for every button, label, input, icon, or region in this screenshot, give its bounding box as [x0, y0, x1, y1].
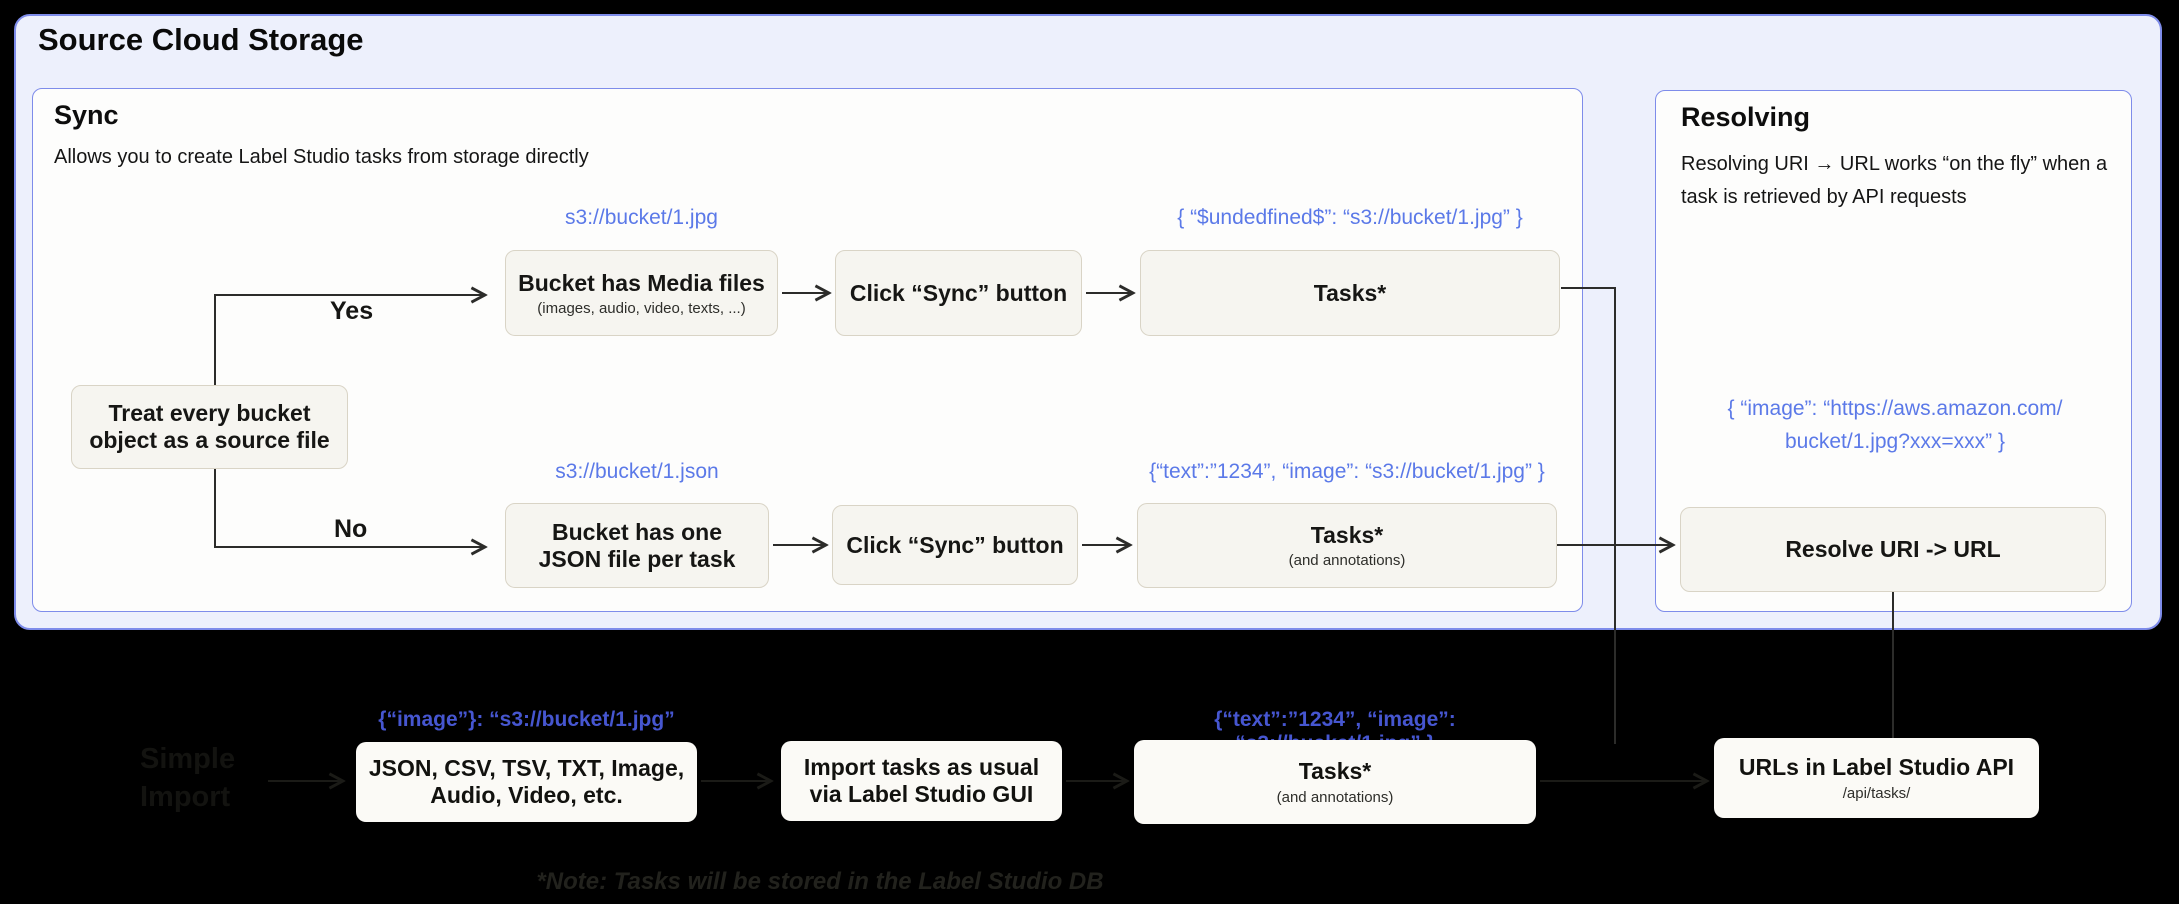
node-label-studio-api-sub: /api/tasks/	[1842, 785, 1911, 802]
yes-branch-label: Yes	[330, 297, 374, 325]
page-title: Source Cloud Storage	[38, 22, 364, 57]
node-file-formats: JSON, CSV, TSV, TXT, Image, Audio, Video…	[356, 742, 697, 822]
import-json-label-1: {“image”}: “s3://bucket/1.jpg”	[378, 708, 675, 731]
sync-section-subtitle: Allows you to create Label Studio tasks …	[54, 146, 589, 168]
node-resolve-uri-url: Resolve URI -> URL	[1680, 507, 2106, 592]
node-file-formats-label: JSON, CSV, TSV, TXT, Image, Audio, Video…	[368, 755, 685, 808]
node-tasks-import: Tasks* (and annotations)	[1134, 740, 1536, 824]
sync-section-title: Sync	[54, 100, 119, 130]
no-branch-label: No	[334, 515, 368, 543]
resolved-json-label: { “image”: “https://aws.amazon.com/ buck…	[1727, 397, 2063, 453]
resolving-section-title: Resolving	[1681, 102, 1811, 132]
footnote: *Note: Tasks will be stored in the Label…	[536, 868, 1104, 895]
node-resolve-uri-url-label: Resolve URI -> URL	[1785, 536, 2001, 562]
node-tasks-row2-sub: (and annotations)	[1288, 552, 1406, 569]
decision-node-bucket-object: Treat every bucket object as a source fi…	[71, 385, 348, 469]
node-click-sync-row2: Click “Sync” button	[832, 505, 1078, 585]
ghost-title-simple-import: Simple Import	[140, 743, 236, 813]
node-bucket-media-files-title: Bucket has Media files	[518, 269, 765, 296]
row2-uri-label: s3://bucket/1.json	[555, 460, 719, 483]
decision-node-label: Treat every bucket object as a source fi…	[89, 400, 330, 453]
row1-uri-label: s3://bucket/1.jpg	[565, 206, 718, 229]
node-tasks-row1-label: Tasks*	[1313, 279, 1387, 306]
node-tasks-row2-title: Tasks*	[1310, 522, 1384, 548]
node-click-sync-row1: Click “Sync” button	[835, 250, 1082, 336]
row2-json-label: {“text”:”1234”, “image”: “s3://bucket/1.…	[1149, 460, 1545, 483]
node-click-sync-row2-label: Click “Sync” button	[846, 531, 1064, 558]
node-label-studio-api: URLs in Label Studio API /api/tasks/	[1714, 738, 2039, 818]
node-tasks-import-sub: (and annotations)	[1276, 789, 1394, 806]
node-import-via-gui-label: Import tasks as usual via Label Studio G…	[803, 754, 1040, 807]
node-tasks-import-title: Tasks*	[1298, 758, 1372, 784]
node-label-studio-api-title: URLs in Label Studio API	[1738, 754, 2015, 780]
node-bucket-json-file-label: Bucket has one JSON file per task	[538, 518, 736, 572]
node-import-via-gui: Import tasks as usual via Label Studio G…	[781, 741, 1062, 821]
row1-json-label: { “$undedfined$”: “s3://bucket/1.jpg” }	[1177, 206, 1523, 229]
resolving-section-subtitle: Resolving URI → URL works “on the fly” w…	[1681, 153, 2108, 208]
node-bucket-media-files-sub: (images, audio, video, texts, ...)	[537, 299, 746, 317]
node-tasks-row2: Tasks* (and annotations)	[1137, 503, 1557, 588]
node-bucket-media-files: Bucket has Media files (images, audio, v…	[505, 250, 778, 336]
node-bucket-json-file: Bucket has one JSON file per task	[505, 503, 769, 588]
node-tasks-row1: Tasks*	[1140, 250, 1560, 336]
node-click-sync-row1-label: Click “Sync” button	[849, 279, 1068, 306]
